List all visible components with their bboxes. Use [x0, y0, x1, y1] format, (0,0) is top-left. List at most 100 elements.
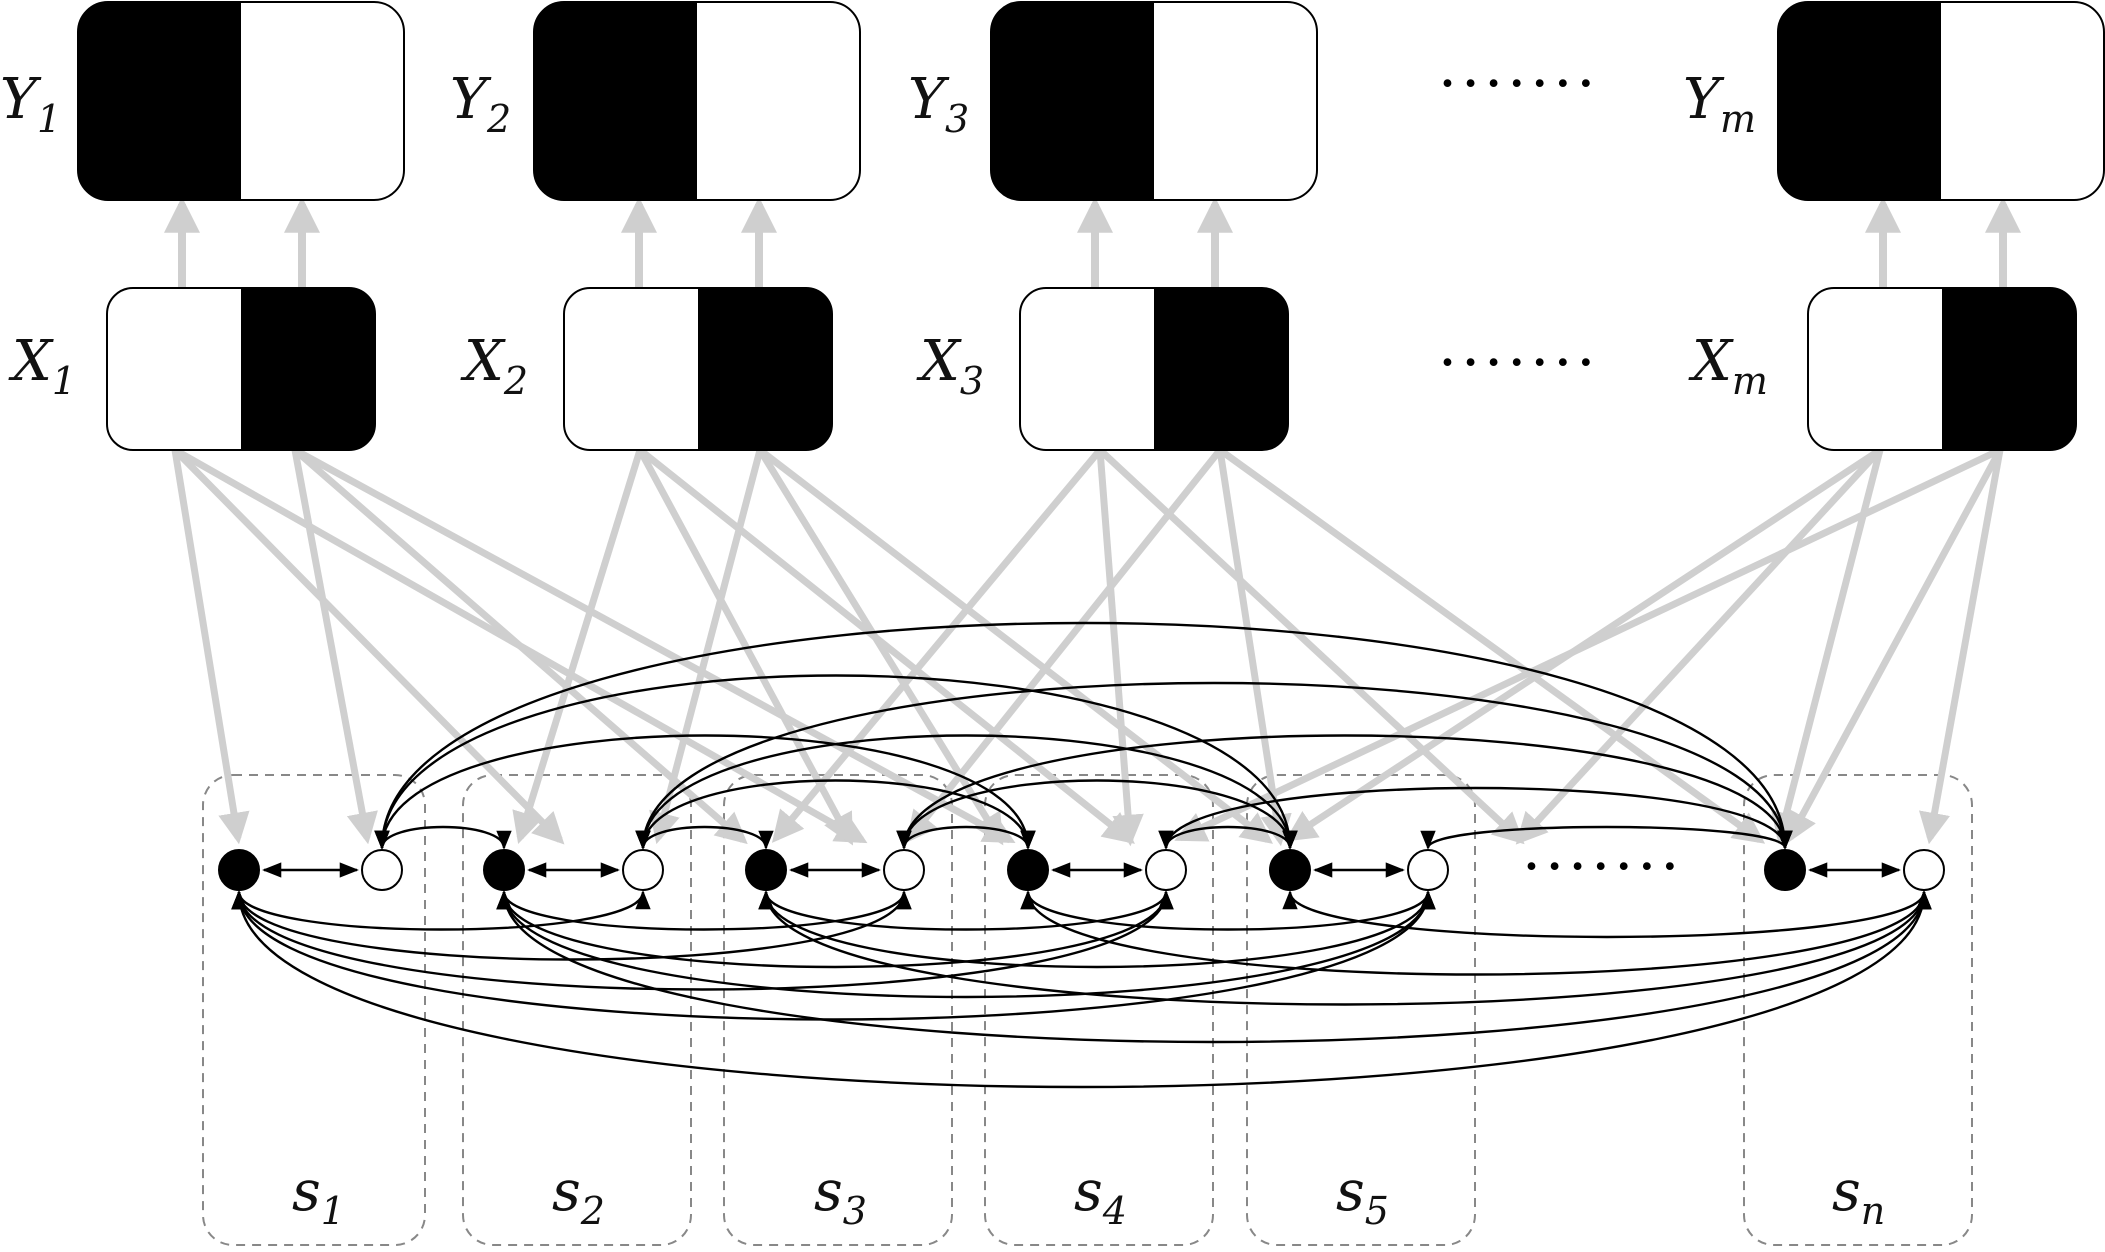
- gray-arrow: [757, 447, 1273, 844]
- connection-curve: [1158, 786, 1793, 850]
- white-node-2: [622, 849, 664, 891]
- y-node-boxes: [77, 1, 2105, 201]
- s-node-circles: [218, 849, 1945, 891]
- connection-curve: [758, 890, 1174, 931]
- connection-curve: [1020, 890, 1932, 976]
- s-labels: s1 s2 s3 s4 s5 sn: [292, 1159, 1885, 1233]
- white-node-5: [1407, 849, 1449, 891]
- gray-arrow: [1216, 449, 1292, 847]
- x-box-black-half: [241, 288, 375, 450]
- x-node-boxes: [106, 287, 2077, 451]
- gray-arrow: [172, 447, 565, 845]
- y-node-3: [990, 1, 1318, 201]
- s4-label: s4: [1074, 1159, 1127, 1233]
- x-box-outline: [106, 287, 376, 451]
- gray-arrow: [771, 447, 1103, 843]
- white-node-3: [883, 849, 925, 891]
- x-node-1: [106, 287, 376, 451]
- gray-arrow: [637, 447, 1135, 844]
- connection-curve: [896, 734, 1793, 850]
- connection-curve: [374, 734, 1036, 850]
- y-box-outline: [77, 1, 405, 201]
- y-box-black-half: [78, 2, 241, 200]
- connection-curve: [374, 825, 512, 850]
- s2-label: s2: [552, 1159, 605, 1233]
- y-labels: Y1 Y2 Y3 Ym: [0, 67, 1756, 141]
- connection-curve: [231, 890, 1932, 1089]
- black-node-2: [483, 849, 525, 891]
- gray-arrow: [636, 448, 854, 846]
- gray-arrow: [512, 448, 644, 845]
- gray-arrow: [906, 447, 1223, 843]
- y3-label: Y3: [908, 67, 969, 141]
- y2-label: Y2: [450, 67, 511, 141]
- gray-arrow: [1918, 449, 2004, 845]
- y-node-2: [533, 1, 861, 201]
- y-box-outline: [1777, 1, 2105, 201]
- connection-curve: [758, 890, 1932, 1006]
- connection-curve: [496, 890, 912, 931]
- s3-label: s3: [814, 1159, 867, 1233]
- x-node-2: [563, 287, 833, 451]
- connection-curve: [496, 890, 1932, 1044]
- s-row-ellipsis: ·······: [1522, 832, 1684, 902]
- gray-arrow: [1096, 449, 1144, 847]
- white-node-6: [1903, 849, 1945, 891]
- sn-label: sn: [1832, 1159, 1885, 1233]
- white-node-4: [1145, 849, 1187, 891]
- y-row-ellipsis: ·······: [1438, 49, 1600, 119]
- gray-arrow: [1515, 447, 1883, 845]
- x-to-s-arrows: [171, 446, 2004, 847]
- gray-arrow: [649, 449, 764, 845]
- group-box-3: [723, 774, 953, 1246]
- x1-label: X1: [8, 329, 76, 403]
- gray-arrow: [171, 449, 250, 845]
- x-box-outline: [1019, 287, 1289, 451]
- gray-arrow: [293, 446, 1016, 844]
- black-node-1: [218, 849, 260, 891]
- gray-arrow: [1217, 447, 1766, 844]
- group-box-4: [984, 774, 1214, 1246]
- s5-label: s5: [1336, 1159, 1389, 1233]
- connection-curve: [374, 621, 1793, 850]
- x-labels: X1 X2 X3 Xm: [8, 329, 1768, 403]
- black-node-5: [1269, 849, 1311, 891]
- gray-arrow: [291, 449, 378, 845]
- x-box-outline: [563, 287, 833, 451]
- y-node-4: [1777, 1, 2105, 201]
- connection-curve: [496, 890, 1174, 969]
- connection-curve: [635, 681, 1793, 850]
- group-box-5: [1246, 774, 1476, 1246]
- connection-curve: [231, 890, 1436, 1021]
- group-boxes: [202, 774, 1973, 1246]
- y1-label: Y1: [0, 67, 61, 141]
- y-box-black-half: [534, 2, 697, 200]
- connection-curve: [1020, 890, 1436, 931]
- group-box-1: [202, 774, 426, 1246]
- connection-curve: [231, 890, 1174, 991]
- x-node-4: [1807, 287, 2077, 451]
- connection-curve: [231, 890, 651, 931]
- connection-curve: [758, 890, 1436, 969]
- x-row-ellipsis: ·······: [1438, 328, 1600, 398]
- x-to-y-arrows: [164, 196, 2021, 288]
- connection-curve: [635, 734, 1298, 850]
- black-node-3: [745, 849, 787, 891]
- s-node-connections: [231, 621, 1932, 1089]
- black-node-6: [1764, 849, 1806, 891]
- gray-arrow: [292, 447, 748, 845]
- y-box-black-half: [991, 2, 1154, 200]
- black-node-4: [1007, 849, 1049, 891]
- connection-curve: [635, 779, 1036, 850]
- y-box-black-half: [1778, 2, 1941, 200]
- x-box-black-half: [698, 288, 832, 450]
- x-box-outline: [1807, 287, 2077, 451]
- ym-label: Ym: [1683, 67, 1756, 141]
- connection-curve: [496, 890, 1436, 999]
- group-box-2: [462, 774, 692, 1246]
- xm-label: Xm: [1688, 329, 1768, 403]
- gray-arrow: [1786, 448, 2004, 844]
- gray-arrow: [1097, 447, 1525, 845]
- white-node-1: [361, 849, 403, 891]
